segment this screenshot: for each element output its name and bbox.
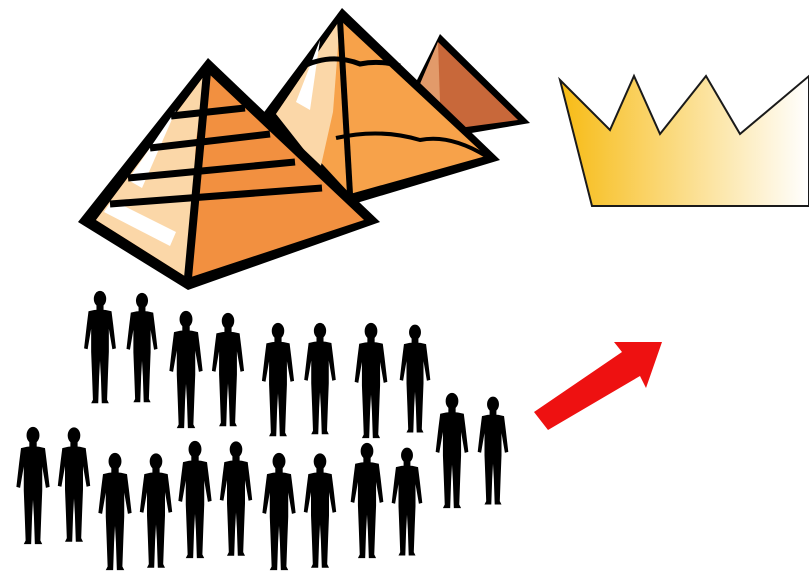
people-crowd (16, 291, 508, 570)
person-silhouette (16, 427, 49, 544)
red-arrow (534, 342, 662, 430)
person-silhouette (304, 323, 336, 434)
person-silhouette (392, 448, 423, 556)
person-silhouette (58, 427, 90, 541)
person-silhouette (351, 443, 384, 558)
person-silhouette (140, 453, 172, 567)
person-silhouette (400, 325, 431, 433)
person-silhouette (262, 323, 294, 436)
person-silhouette (178, 441, 211, 558)
pyramids-group (78, 8, 530, 290)
person-silhouette (355, 323, 388, 438)
person-silhouette (436, 393, 469, 508)
person-silhouette (478, 397, 509, 505)
person-silhouette (262, 453, 295, 570)
person-silhouette (304, 453, 336, 567)
crown (560, 76, 809, 206)
person-silhouette (126, 293, 157, 402)
person-silhouette (212, 313, 244, 426)
person-silhouette (220, 441, 252, 555)
person-silhouette (98, 453, 131, 570)
person-silhouette (169, 311, 202, 428)
person-silhouette (84, 291, 116, 403)
